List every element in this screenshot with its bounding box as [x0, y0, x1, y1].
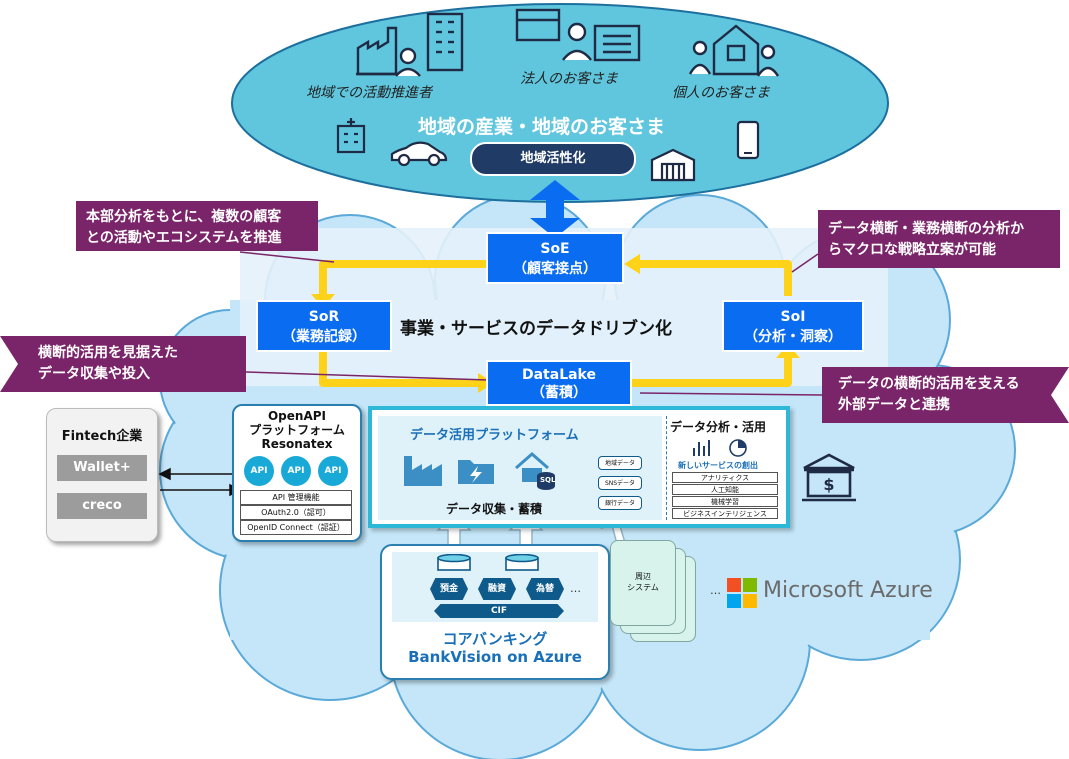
factory-icon — [356, 26, 421, 77]
office-building-icon — [426, 12, 464, 72]
persona-individual-client: 個人のお客さま — [672, 85, 770, 101]
bank-icon: $ — [802, 453, 856, 502]
analysis-subtitle: 新しいサービスの創出 — [678, 461, 758, 470]
datalake-sublabel: （蓄積） — [531, 385, 587, 401]
analysis-item-bi: ビジネスインテリジェンス — [672, 508, 778, 519]
soe-sublabel: （顧客接点） — [513, 261, 597, 277]
cif-bar: CIF — [434, 604, 564, 618]
core-module-exchange: 為替 — [526, 578, 564, 600]
data-platform-panel: データ活用プラットフォーム SQL 地域データ SNSデータ 銀行データ データ… — [368, 406, 790, 528]
smartphone-icon — [736, 120, 760, 160]
loop-arrows — [319, 260, 792, 387]
callout-hq-analysis-line1: 本部分析をもとに、複数の顧客 — [86, 209, 282, 225]
household-icon — [688, 24, 780, 77]
analysis-item-ai: 人工知能 — [672, 484, 778, 495]
azure-label: Microsoft Azure — [763, 578, 933, 603]
svg-text:$: $ — [823, 475, 834, 494]
datalake-box: DataLake （蓄積） — [486, 360, 632, 406]
persona-corporate-client: 法人のお客さま — [520, 71, 618, 87]
microsoft-logo-icon — [727, 578, 757, 608]
peripheral-system-card: 周辺 システム — [610, 540, 676, 626]
data-item-bank: 銀行データ — [598, 496, 642, 510]
soi-box: SoI （分析・洞察） — [722, 300, 864, 352]
sor-box: SoR （業務記録） — [256, 300, 392, 352]
region-title: 地域の産業・地域のお客さま — [418, 116, 666, 138]
callout-leaders — [239, 251, 823, 396]
callout-cross-analysis: データ横断・業務横断の分析か らマクロな戦略立案が可能 — [818, 210, 1060, 268]
data-driven-title: 事業・サービスのデータドリブン化 — [400, 319, 672, 339]
openapi-title-line3: Resonatex — [261, 437, 333, 451]
datalake-label: DataLake — [521, 367, 596, 383]
analysis-item-ml: 機械学習 — [672, 496, 778, 507]
soe-label: SoE — [540, 241, 570, 257]
core-module-deposit: 預金 — [430, 578, 468, 600]
fintech-panel: Fintech企業 Wallet+ creco — [46, 408, 158, 542]
openapi-panel: OpenAPI プラットフォーム Resonatex API API API A… — [232, 404, 362, 542]
openapi-row-oauth: OAuth2.0（認可） — [240, 505, 352, 520]
analysis-title: データ分析・活用 — [670, 420, 767, 434]
peripheral-dots: … — [710, 584, 721, 597]
sql-database-icon — [515, 452, 555, 490]
database-icon — [437, 554, 471, 571]
openapi-row-openid: OpenID Connect（認証） — [240, 520, 352, 535]
peripheral-label-line1: 周辺 — [635, 572, 651, 581]
callout-external-data-line2: 外部データと連携 — [838, 397, 950, 413]
factory-data-icon — [404, 456, 442, 486]
core-ellipsis: … — [570, 582, 581, 595]
analytics-chart-icon — [693, 439, 747, 457]
core-banking-title: コアバンキング — [442, 630, 548, 648]
analysis-item-analytics: アナリティクス — [672, 472, 778, 483]
platform-divider — [666, 416, 667, 520]
peripheral-label-line2: システム — [627, 583, 659, 592]
data-item-regional: 地域データ — [598, 456, 642, 470]
sor-label: SoR — [308, 309, 340, 325]
core-module-loan: 融資 — [478, 578, 516, 600]
api-circle: API — [281, 456, 311, 486]
collect-label: データ収集・蓄積 — [446, 502, 543, 516]
car-icon — [390, 141, 448, 167]
soi-sublabel: （分析・洞察） — [744, 329, 842, 345]
callout-cross-analysis-line1: データ横断・業務横断の分析か — [828, 221, 1024, 237]
callout-data-collection: 横断的活用を見据えた データ収集や投入 — [0, 336, 246, 392]
soe-box: SoE （顧客接点） — [486, 232, 624, 284]
core-banking-panel: 預金 融資 為替 … CIF コアバンキング BankVision on Azu… — [380, 544, 610, 680]
region-revitalization-badge: 地域活性化 — [470, 142, 636, 176]
openapi-title-line2: プラットフォーム — [249, 423, 345, 437]
soi-label: SoI — [780, 309, 806, 325]
double-arrow — [530, 180, 580, 238]
sor-sublabel: （業務記録） — [282, 329, 366, 345]
corporate-client-icon — [515, 8, 641, 62]
fintech-title: Fintech企業 — [61, 429, 143, 444]
persona-regional-promoter: 地域での活動推進者 — [306, 85, 432, 101]
hospital-icon — [336, 118, 366, 154]
fintech-item-wallet: Wallet+ — [57, 455, 147, 481]
api-circle: API — [318, 456, 348, 486]
openapi-title-line1: OpenAPI — [267, 409, 327, 423]
callout-data-collection-line1: 横断的活用を見据えた — [38, 345, 178, 361]
callout-external-data-line1: データの横断的活用を支える — [838, 376, 1020, 392]
core-banking-subtitle: BankVision on Azure — [408, 648, 582, 666]
callout-cross-analysis-line2: らマクロな戦略立案が可能 — [828, 242, 996, 258]
callout-external-data: データの横断的活用を支える 外部データと連携 — [822, 367, 1069, 423]
sql-label: SQL — [540, 476, 556, 484]
warehouse-icon — [650, 148, 696, 182]
fintech-item-creco: creco — [57, 493, 147, 519]
callout-hq-analysis-line2: との活動やエコシステムを推進 — [86, 230, 282, 246]
callout-data-collection-line2: データ収集や投入 — [38, 366, 150, 382]
callout-hq-analysis: 本部分析をもとに、複数の顧客 との活動やエコシステムを推進 — [76, 201, 318, 251]
openapi-title: OpenAPI プラットフォーム Resonatex — [234, 409, 360, 451]
api-circle: API — [244, 456, 274, 486]
folder-icon — [458, 460, 494, 484]
platform-title: データ活用プラットフォーム — [410, 428, 579, 443]
database-icon — [505, 554, 539, 571]
openapi-row-management: API 管理機能 — [240, 490, 352, 505]
data-item-sns: SNSデータ — [598, 476, 642, 490]
peripheral-label: 周辺 システム — [611, 571, 675, 593]
